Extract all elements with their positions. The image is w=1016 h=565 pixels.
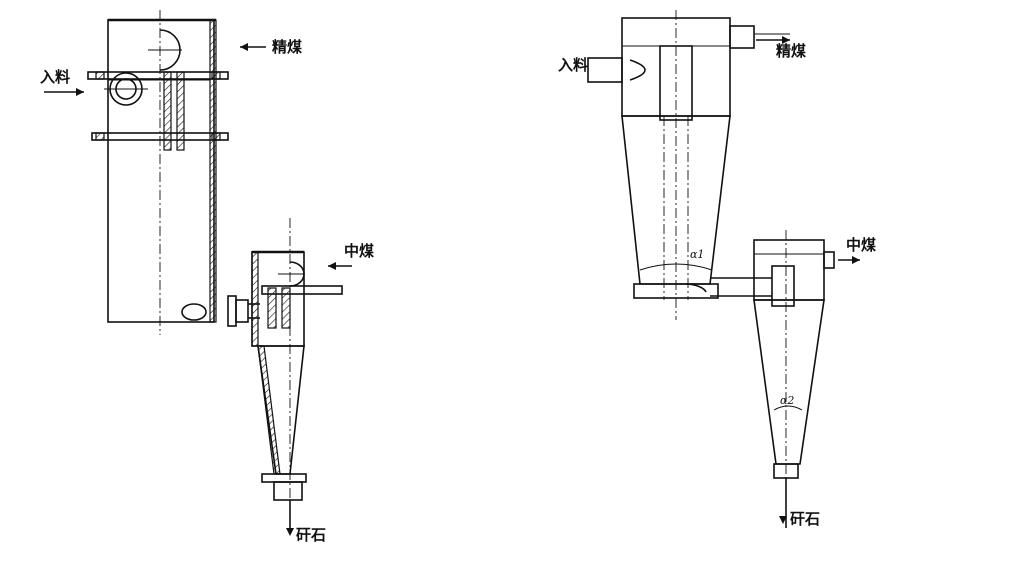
right-secondary-cyclone <box>753 230 835 528</box>
left-middlings-label: 中煤 <box>344 242 374 260</box>
right-middlings-label: 中煤 <box>846 236 876 254</box>
left-flow-arrows <box>44 43 352 536</box>
left-clean-coal-label: 精煤 <box>272 38 302 56</box>
left-feed-inlet <box>104 72 148 106</box>
left-secondary-cyclone <box>251 218 343 530</box>
right-two-stage-cyclone: 入料 精煤 中煤 矸石 α1 α2 <box>558 10 876 528</box>
right-angle2-label: α2 <box>780 394 794 407</box>
right-clean-coal-label: 精煤 <box>776 42 806 60</box>
left-flanges <box>87 71 229 141</box>
left-refuse-label: 矸石 <box>296 526 326 544</box>
left-feed-label: 入料 <box>40 68 70 86</box>
right-angle1-label: α1 <box>690 248 704 261</box>
right-feed-label: 入料 <box>558 56 588 74</box>
left-primary-spigot <box>181 303 207 321</box>
left-two-stage-cyclone: 入料 精煤 中煤 矸石 <box>40 10 374 544</box>
left-primary-cylinder <box>107 10 217 335</box>
left-vortex-finder <box>163 71 185 151</box>
left-clean-coal-outlet <box>148 29 182 71</box>
right-connecting-pipe <box>710 277 772 297</box>
right-refuse-label: 矸石 <box>790 510 820 528</box>
right-feed-inlet <box>587 57 646 83</box>
right-clean-coal-outlet <box>729 25 790 49</box>
right-flow-arrows <box>756 36 860 524</box>
right-primary-cyclone <box>621 10 731 320</box>
